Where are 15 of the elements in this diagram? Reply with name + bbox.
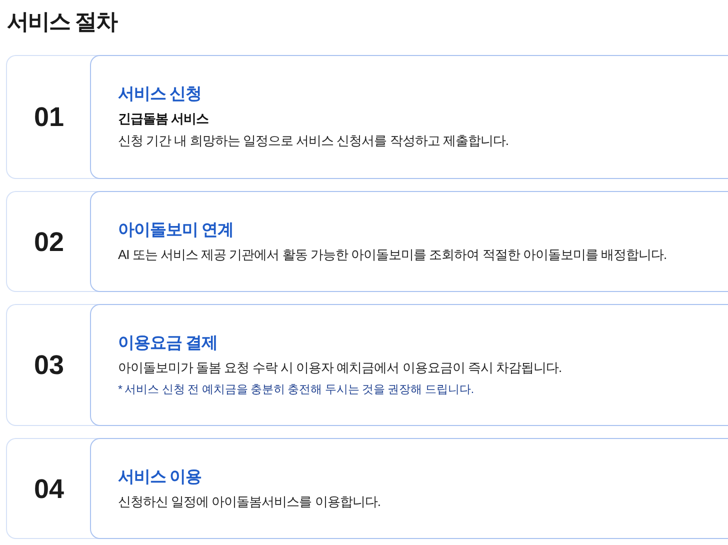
step-description: 아이돌보미가 돌봄 요청 수락 시 이용자 예치금에서 이용요금이 즉시 차감됩니다.	[118, 358, 562, 376]
step-title: 서비스 이용	[118, 466, 202, 488]
step-subtitle: 긴급돌봄 서비스	[118, 110, 209, 128]
step-description: AI 또는 서비스 제공 기관에서 활동 가능한 아이돌보미를 조회하여 적절한 아이돌보미를 배정합니다.	[118, 246, 667, 264]
step-number: 03	[34, 350, 64, 380]
step-number: 02	[34, 226, 64, 256]
step-number: 01	[34, 102, 64, 132]
step-title: 서비스 신청	[118, 84, 202, 105]
page-title: 서비스 절차	[7, 8, 118, 36]
step-number: 04	[34, 474, 64, 504]
step-description: 신청하신 일정에 아이돌봄서비스를 이용합니다.	[118, 492, 380, 510]
footnote: * 서비스 신청 전 예치금을 충분히 충전해 두시는 것을 권장해 드립니다.	[118, 382, 474, 398]
step-description: 신청 기간 내 희망하는 일정으로 서비스 신청서를 작성하고 제출합니다.	[118, 132, 509, 150]
step-title: 아이돌보미 연계	[118, 220, 234, 240]
step-title: 이용요금 결제	[118, 332, 218, 354]
